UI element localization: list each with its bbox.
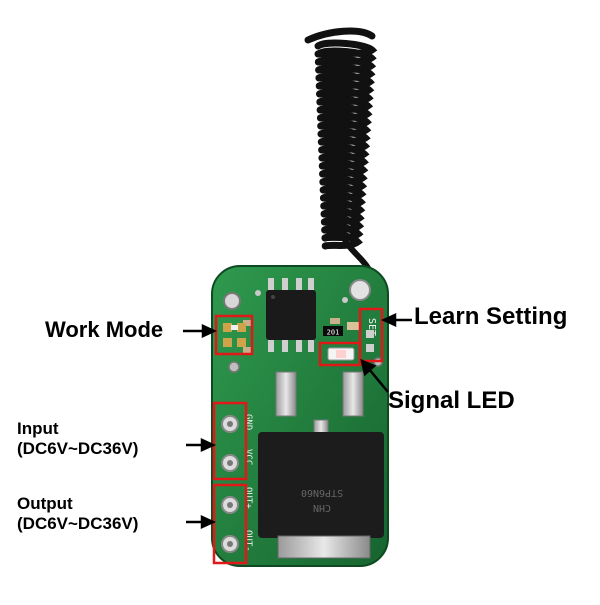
pin-label-out-minus: OUT- — [243, 530, 253, 552]
via — [255, 290, 261, 296]
annotation-arrows — [183, 313, 412, 529]
smd-components: 201 — [243, 318, 359, 361]
pin-holes — [221, 415, 239, 553]
resistor-code: 201 — [327, 329, 340, 337]
output-pins-box — [212, 483, 248, 565]
learn-button-pad — [366, 330, 374, 338]
work-mode-jumper — [223, 323, 246, 347]
output-range: (DC6V~DC36V) — [17, 514, 139, 533]
via — [342, 297, 348, 303]
learn-button-pad — [366, 344, 374, 352]
ic-chip — [266, 278, 316, 352]
mounting-hole — [349, 279, 371, 301]
mounting-hole — [223, 292, 241, 310]
pin-label-gnd: GND — [243, 414, 253, 430]
pin-label-vcc: VCC — [243, 449, 253, 465]
pin-label-out-plus: OUT+ — [243, 487, 253, 509]
output-label: Output (DC6V~DC36V) — [17, 494, 138, 534]
learn-setting-label: Learn Setting — [414, 303, 568, 330]
output-title: Output — [17, 494, 73, 513]
learn-setting-box — [358, 307, 384, 363]
antenna-coil — [304, 27, 378, 271]
signal-led-label: Signal LED — [388, 387, 515, 414]
antenna-loop — [321, 231, 363, 250]
annotation-boxes — [212, 307, 384, 565]
set-silkscreen: SET — [366, 318, 377, 336]
input-range: (DC6V~DC36V) — [17, 439, 139, 458]
input-pins-box — [212, 401, 248, 481]
work-mode-label: Work Mode — [45, 317, 164, 342]
mosfet: STP6N60 CHN — [258, 371, 384, 559]
chip-marking-2: CHN — [313, 502, 331, 513]
input-label: Input (DC6V~DC36V) — [17, 419, 138, 459]
input-title: Input — [17, 419, 59, 438]
via — [228, 361, 240, 373]
work-mode-box — [214, 314, 254, 356]
chip-marking: STP6N60 — [301, 487, 343, 498]
signal-led-box — [318, 341, 362, 367]
